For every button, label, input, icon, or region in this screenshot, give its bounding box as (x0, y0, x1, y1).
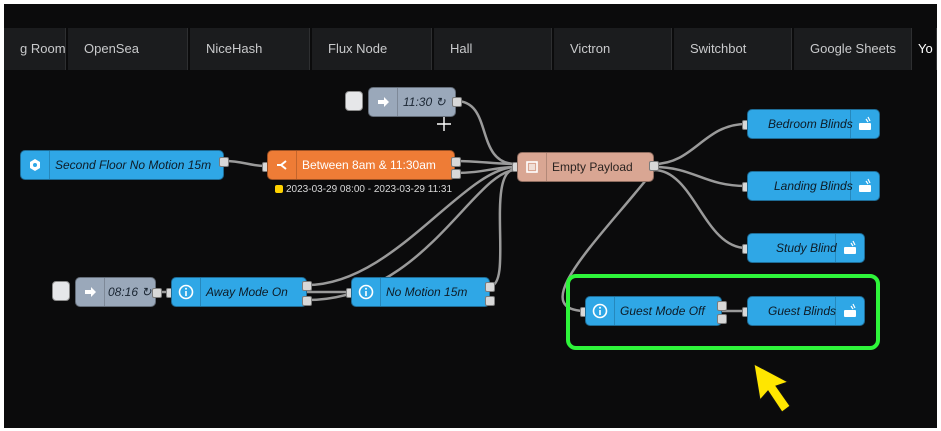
switchbot-icon (835, 234, 864, 262)
landing-blinds-node[interactable]: Landing Blinds (747, 171, 880, 201)
output-port[interactable] (485, 296, 495, 306)
inject-0816-node[interactable]: 08:16 ↻ (75, 277, 156, 307)
output-port[interactable] (451, 157, 461, 167)
wire-empty-to-study (652, 168, 748, 250)
no-motion-label: No Motion 15m (386, 285, 468, 299)
wire-empty-to-bedroom (652, 122, 748, 166)
crosshair-icon (437, 117, 451, 131)
wire-secondfloor-to-between (222, 159, 268, 168)
output-port[interactable] (302, 296, 312, 306)
info-icon (586, 297, 615, 325)
arrow-right-icon (76, 278, 105, 306)
guest-mode-node[interactable]: Guest Mode Off (585, 296, 722, 326)
no-motion-node[interactable]: No Motion 15m (351, 277, 490, 307)
output-port[interactable] (302, 281, 312, 291)
info-icon (352, 278, 381, 306)
highlight-box (566, 274, 880, 350)
empty-payload-node[interactable]: Empty Payload (517, 152, 654, 182)
empty-payload-label: Empty Payload (552, 160, 633, 174)
tab-active-partial[interactable]: Yo (914, 28, 937, 70)
output-port[interactable] (452, 97, 462, 107)
wire-nomotion-to-empty (488, 167, 518, 288)
flow-canvas[interactable]: g Room OpenSea NiceHash Flux Node Hall V… (4, 4, 937, 428)
switchbot-icon (835, 297, 864, 325)
pointer-arrow-icon (753, 363, 791, 413)
between-time-label: Between 8am & 11:30am (302, 158, 436, 172)
output-port[interactable] (485, 282, 495, 292)
study-blind-label: Study Blind (776, 241, 837, 255)
output-port[interactable] (717, 314, 727, 324)
guest-mode-label: Guest Mode Off (620, 304, 705, 318)
tab-opensea[interactable]: OpenSea (68, 28, 188, 70)
info-icon (172, 278, 201, 306)
bedroom-blinds-label: Bedroom Blinds (768, 117, 853, 131)
tab-nicehash[interactable]: NiceHash (190, 28, 310, 70)
status-dot-icon (275, 185, 283, 193)
away-mode-label: Away Mode On (206, 285, 288, 299)
between-status: 2023-03-29 08:00 - 2023-03-29 11:31 (275, 184, 452, 195)
wire-empty-to-landing (652, 165, 748, 188)
inject-0816-label: 08:16 ↻ (108, 285, 152, 299)
tab-hall[interactable]: Hall (434, 28, 552, 70)
tab-switchbot[interactable]: Switchbot (674, 28, 792, 70)
switchbot-icon (850, 172, 879, 200)
second-floor-label: Second Floor No Motion 15m (55, 158, 212, 172)
tab-room[interactable]: g Room (4, 28, 66, 70)
switch-icon (268, 151, 297, 179)
study-blind-node[interactable]: Study Blind (747, 233, 865, 263)
change-icon (518, 153, 547, 181)
between-time-node[interactable]: Between 8am & 11:30am (267, 150, 455, 180)
landing-blinds-label: Landing Blinds (774, 179, 853, 193)
switchbot-icon (850, 110, 879, 138)
wire-1130-to-empty (454, 99, 518, 166)
wire-away-to-empty (305, 165, 518, 287)
output-port[interactable] (717, 301, 727, 311)
bedroom-blinds-node[interactable]: Bedroom Blinds (747, 109, 880, 139)
inject-trigger-button[interactable] (345, 91, 363, 111)
output-port[interactable] (152, 288, 162, 298)
sensor-icon (21, 151, 50, 179)
inject-1130-label: 11:30 ↻ (403, 95, 446, 109)
inject-1130-node[interactable]: 11:30 ↻ (368, 87, 456, 117)
output-port[interactable] (649, 161, 659, 171)
inject-trigger-button[interactable] (52, 281, 70, 301)
output-port[interactable] (219, 157, 229, 167)
tab-victron[interactable]: Victron (554, 28, 672, 70)
output-port[interactable] (451, 169, 461, 179)
tab-google-sheets[interactable]: Google Sheets (794, 28, 912, 70)
away-mode-node[interactable]: Away Mode On (171, 277, 307, 307)
guest-blinds-label: Guest Blinds (768, 304, 837, 318)
guest-blinds-node[interactable]: Guest Blinds (747, 296, 865, 326)
arrow-right-icon (369, 88, 398, 116)
tab-flux-node[interactable]: Flux Node (312, 28, 432, 70)
between-status-text: 2023-03-29 08:00 - 2023-03-29 11:31 (286, 184, 453, 195)
second-floor-node[interactable]: Second Floor No Motion 15m (20, 150, 224, 180)
